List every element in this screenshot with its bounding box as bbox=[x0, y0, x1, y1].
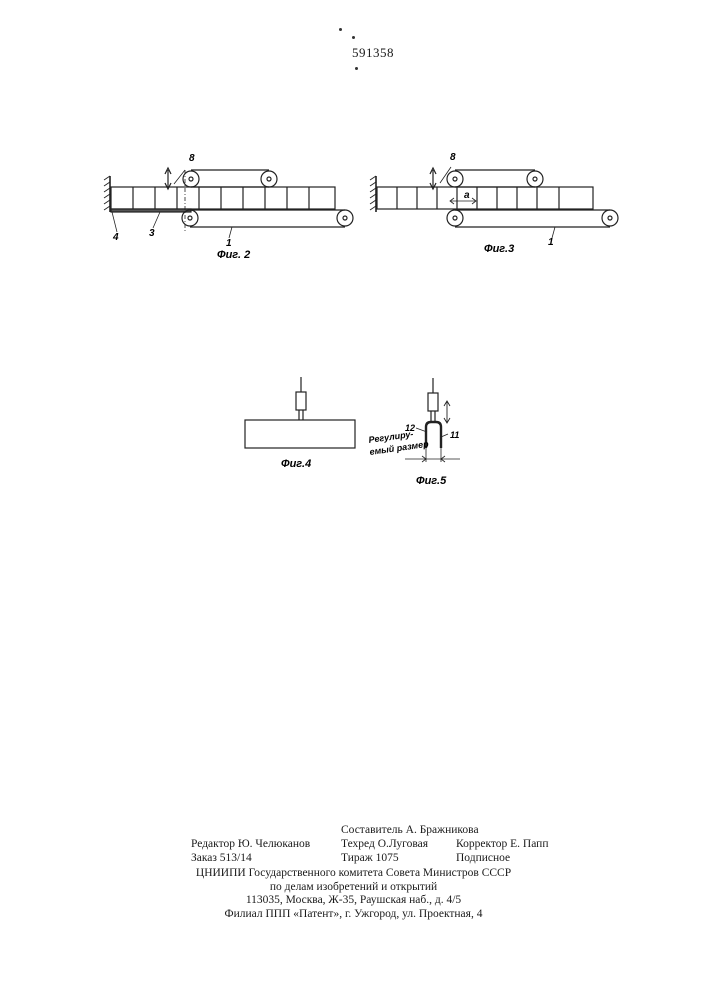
publisher-line: Филиал ППП «Патент», г. Ужгород, ул. Про… bbox=[0, 908, 707, 922]
publisher-line: ЦНИИПИ Государственного комитета Совета … bbox=[0, 867, 707, 881]
composer-credit: Составитель А. Бражникова bbox=[341, 823, 479, 837]
fig5-caption: Фиг.5 bbox=[416, 475, 447, 487]
scan-speck bbox=[339, 28, 342, 31]
fig2-caption: Фиг. 2 bbox=[217, 249, 250, 261]
editor-credit: Редактор Ю. Челюканов bbox=[191, 837, 310, 851]
publisher-line: по делам изобретений и открытий bbox=[0, 881, 707, 895]
fig3-label-1: 1 bbox=[548, 237, 554, 248]
publisher-block: ЦНИИПИ Государственного комитета Совета … bbox=[0, 867, 707, 921]
patent-number: 591358 bbox=[352, 45, 394, 61]
fig5-label-11: 11 bbox=[450, 430, 459, 440]
imprint-left-column: Редактор Ю. Челюканов Заказ 513/14 bbox=[191, 837, 310, 865]
fig2-label-8: 8 bbox=[189, 153, 195, 164]
fig2-label-3: 3 bbox=[149, 228, 155, 239]
fig5-adjustable-size-line2: емый размер bbox=[369, 439, 430, 457]
fig3-label-a: а bbox=[464, 190, 470, 201]
corrector-credit: Корректор Е. Папп bbox=[456, 837, 548, 851]
scan-speck bbox=[355, 67, 358, 70]
fig3-caption: Фиг.3 bbox=[484, 243, 514, 255]
imprint-right-column: Корректор Е. Папп Подписное bbox=[456, 837, 548, 865]
publisher-line: 113035, Москва, Ж-35, Раушская наб., д. … bbox=[0, 894, 707, 908]
fig2-label-1: 1 bbox=[226, 238, 232, 249]
fig2-label-4: 4 bbox=[112, 232, 119, 243]
subscription-note: Подписное bbox=[456, 851, 548, 865]
fig3-label-8: 8 bbox=[450, 152, 456, 163]
fig5-label-12: 12 bbox=[405, 423, 415, 433]
order-number: Заказ 513/14 bbox=[191, 851, 310, 865]
fig4-caption: Фиг.4 bbox=[281, 458, 311, 470]
fig5-adjustable-size-line1: Регулиру- bbox=[368, 429, 414, 445]
scan-speck bbox=[352, 36, 355, 39]
